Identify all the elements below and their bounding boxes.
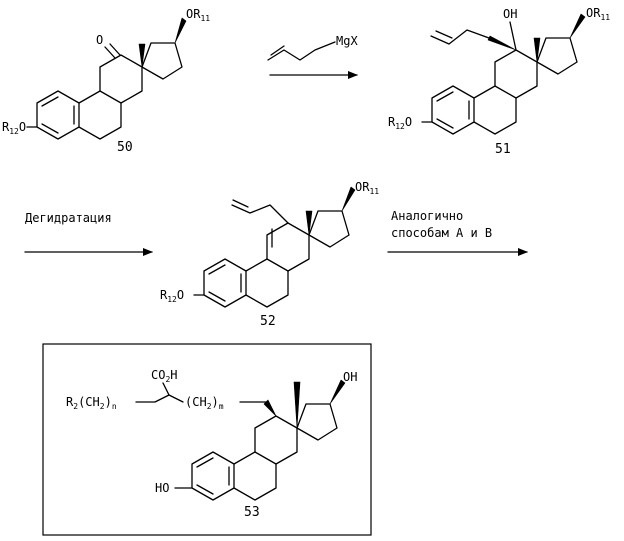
compound-53-frame [43, 344, 371, 535]
step3: Аналогично способам А и В [388, 209, 527, 252]
compound-53-box: CO2H R2(CH2)n (CH2)m OH HO 53 [43, 344, 371, 535]
c50-oxo-label: O [96, 33, 103, 47]
c53-r2ch2n-label: R2(CH2)n [66, 395, 117, 411]
c50-or11-label: OR11 [186, 7, 210, 23]
c51-or11-label: OR11 [586, 6, 610, 22]
c52-or11-label: OR11 [355, 180, 379, 196]
c50-r12o-label: R12O [2, 120, 26, 136]
compound-51-number: 51 [495, 142, 511, 157]
c53-co2h-label: CO2H [151, 368, 178, 384]
compound-50: O OR11 R12O 50 [2, 7, 210, 155]
compound-50-number: 50 [117, 140, 133, 155]
c53-ho3-label: HO [155, 481, 169, 495]
grignard-label: MgX [336, 34, 358, 48]
c53-oh17-label: OH [343, 370, 357, 384]
allyl-grignard-structure [268, 42, 335, 60]
analogous-label-line1: Аналогично [391, 209, 463, 223]
step1: MgX [268, 34, 358, 75]
c52-r12o-label: R12O [160, 288, 184, 304]
c51-oh-label: OH [503, 7, 517, 21]
compound-53-number: 53 [244, 505, 260, 520]
compound-52: OR11 R12O 52 [160, 180, 379, 329]
analogous-label-line2: способам А и В [391, 226, 492, 240]
c51-r12o-label: R12O [388, 115, 412, 131]
compound-51: OH OR11 R12O 51 [388, 6, 610, 157]
c53-ch2m-label: (CH2)m [185, 395, 224, 411]
compound-52-number: 52 [260, 314, 276, 329]
dehydration-label: Дегидратация [25, 211, 112, 225]
step2: Дегидратация [25, 211, 152, 252]
